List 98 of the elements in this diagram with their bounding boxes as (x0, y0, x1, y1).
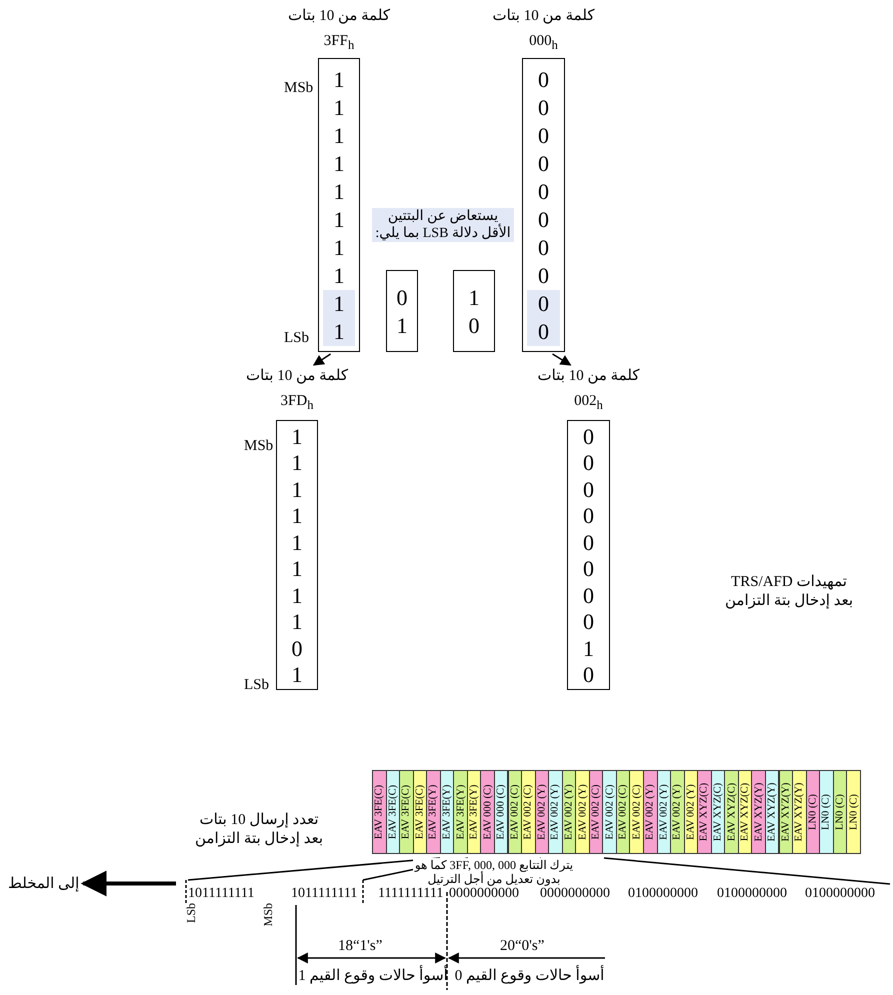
cell-text: EAV 3FE(C) (400, 784, 412, 840)
cell-text: EAV XYZ(Y) (794, 782, 805, 842)
bit-word: 1011111111 (291, 886, 358, 902)
bit-box (386, 270, 418, 352)
text-label: يترك التتابع 3FF, 000, 000 كما هو بدون تعديل من أجل الترتيل (413, 858, 575, 886)
cell-text: EAV XYZ(C) (740, 782, 751, 842)
stream-cell (643, 770, 658, 854)
rotated-label: MSb (261, 903, 276, 926)
cell-text: EAV 002 (C) (590, 784, 602, 840)
text-label: تعدد إرسال 10 بتات بعد إدخال بتة التزامن (194, 811, 324, 848)
stream-cell (629, 770, 644, 854)
stream-cell (846, 770, 861, 854)
bit-column: 1 1 1 1 1 1 1 1 1 1 (332, 66, 346, 346)
cell-text: EAV 002 (Y) (536, 784, 548, 840)
arrow (80, 870, 176, 896)
bit-column: 1 1 1 1 1 1 1 1 0 1 (290, 424, 304, 688)
bit-column: 0 1 (395, 284, 409, 340)
stream-cell (480, 770, 495, 854)
cell-text: EAV 002 (Y) (644, 784, 656, 840)
cell-text: EAV 002 (C) (631, 784, 642, 840)
cell-text: EAV XYZ(Y) (753, 782, 764, 842)
stream-cell (453, 770, 468, 854)
stream-cell (670, 770, 685, 854)
stream-cell (426, 770, 441, 854)
cell-text: EAV 3FE(Y) (442, 784, 453, 840)
bit-word: 0100000000 (717, 886, 787, 902)
stream-cell (399, 770, 414, 854)
stream-cell (819, 770, 834, 854)
text-label: 18“1's” (338, 938, 382, 955)
cell-text: EAV 3FE(C) (414, 784, 426, 840)
text-label: أسوأ حالات وقوع القيم 1 (298, 966, 448, 985)
word-heading: كلمة من 10 بتات (288, 7, 390, 25)
cell-text: EAV 000 (C) (482, 784, 494, 840)
cell-text: EAV 002 (C) (509, 784, 520, 840)
cell-text: EAV XYZ(C) (726, 782, 738, 842)
bit-column: 1 0 (467, 284, 481, 340)
cell-text: EAV 002 (Y) (563, 784, 574, 840)
cell-text: EAV 002 (C) (618, 784, 629, 840)
stream-cell (494, 770, 508, 854)
cell-text: LN0 (C) (848, 794, 860, 830)
hex-value: 000$_{h}$ (529, 33, 558, 53)
hex-value: 002$_{h}$ (574, 393, 603, 413)
bit-box (453, 270, 495, 352)
cell-text: EAV XYZ(Y) (766, 782, 778, 842)
bit-word: 1111111111 (378, 886, 444, 902)
text-label: MSb (284, 80, 314, 97)
stream-cell (548, 770, 563, 854)
stream-cell (764, 770, 780, 854)
text-label: يستعاض عن البتتين الأقل دلالة LSB بما يلي: (372, 208, 514, 242)
cell-text: LN0 (C) (820, 794, 832, 830)
cell-text: EAV 3FE(Y) (455, 784, 466, 840)
stream-cell (602, 770, 617, 854)
hex-value: 3FD$_{h}$ (280, 393, 314, 413)
arrow (312, 353, 332, 366)
hex-value: 3FF$_{h}$ (324, 33, 354, 53)
cell-text: EAV 002 (Y) (658, 784, 670, 840)
bit-word: 0000000000 (449, 886, 519, 902)
word-heading: كلمة من 10 بتات (538, 367, 640, 385)
text-label: 20“0's” (500, 938, 544, 955)
cell-text: EAV 002 (C) (522, 784, 534, 840)
cell-text: EAV 3FE(C) (387, 784, 398, 840)
cell-text: EAV XYZ(C) (698, 782, 710, 842)
cell-text: EAV 3FE(Y) (428, 784, 439, 840)
cell-text: EAV 002 (Y) (685, 784, 696, 840)
cell-text: LN0 (C) (807, 794, 818, 830)
rotated-label: LSb (184, 903, 199, 924)
word-heading: كلمة من 10 بتات (246, 367, 348, 385)
stream-cell (792, 770, 807, 854)
bit-word: 0000000000 (540, 886, 610, 902)
arrow (552, 353, 572, 366)
bit-column: 0 0 0 0 0 0 0 0 1 0 (582, 424, 596, 688)
text-label: LSb (244, 677, 270, 694)
cell-text: LN0 (C) (834, 794, 846, 830)
cell-text: EAV XYZ(Y) (780, 782, 792, 842)
cell-text: EAV 002 (Y) (577, 784, 588, 840)
word-heading: كلمة من 10 بتات (492, 7, 594, 25)
destination-text: إلى المخلط (8, 874, 80, 893)
text-label: تمهيدات TRS/AFD بعد إدخال بتة التزامن (724, 573, 854, 610)
bit-word: 0100000000 (628, 886, 698, 902)
cell-text: EAV 002 (Y) (550, 784, 561, 840)
cell-text: EAV 3FE(C) (374, 784, 385, 840)
cell-text: EAV 002 (Y) (672, 784, 683, 840)
text-label: LSb (284, 330, 310, 347)
cell-text: EAV 3FE(Y) (468, 784, 480, 840)
cell-text: EAV 002 (C) (604, 784, 616, 840)
bit-word: 1011111111 (188, 886, 254, 902)
bit-word: 0100000000 (805, 886, 875, 902)
stream-cell (724, 770, 739, 854)
cell-text: EAV XYZ(C) (712, 782, 724, 842)
text-label: MSb (244, 438, 274, 455)
stream-cell (521, 770, 536, 854)
stream-cell (751, 770, 766, 854)
text-label: أسوأ حالات وقوع القيم 0 (452, 966, 607, 985)
stream-cell (697, 770, 712, 854)
bit-column: 0 0 0 0 0 0 0 0 0 0 (536, 66, 550, 346)
stream-cell (575, 770, 590, 854)
stream-cell (372, 770, 387, 854)
cell-text: EAV 000 (C) (496, 784, 507, 840)
